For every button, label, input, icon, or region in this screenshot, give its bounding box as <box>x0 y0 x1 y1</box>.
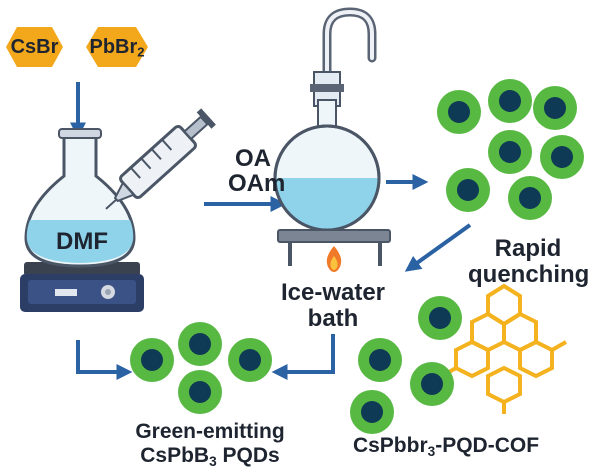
hot-plate <box>20 262 144 312</box>
syringe <box>105 108 216 210</box>
pbbr2-label: PbBr2 <box>89 36 145 60</box>
ice-bath-label: Ice-water bath <box>280 279 386 333</box>
quench-dot-cluster <box>437 79 584 220</box>
heating-stand <box>277 229 391 272</box>
dmf-flask <box>24 128 136 268</box>
arrow-quench-back <box>404 223 472 272</box>
reaction-flask <box>273 7 381 232</box>
quench-label: Rapid quenching <box>468 235 590 289</box>
ligand-label: OA OAm <box>228 145 286 198</box>
arrow-flask-to-pqds <box>76 340 133 380</box>
csbr-label: CsBr <box>10 36 59 58</box>
csbr-hexagon <box>6 27 63 67</box>
cof-honeycomb <box>441 283 567 414</box>
cof-label: CsPbbr3-PQD-COF <box>352 434 540 459</box>
pqd-dot-cluster <box>130 322 272 414</box>
arrow-to-cof <box>271 334 335 380</box>
dmf-label: DMF <box>56 228 108 255</box>
pbbr2-hexagon <box>86 27 148 67</box>
pqd-label: Green-emitting CsPbB3 PQDs <box>135 420 285 469</box>
